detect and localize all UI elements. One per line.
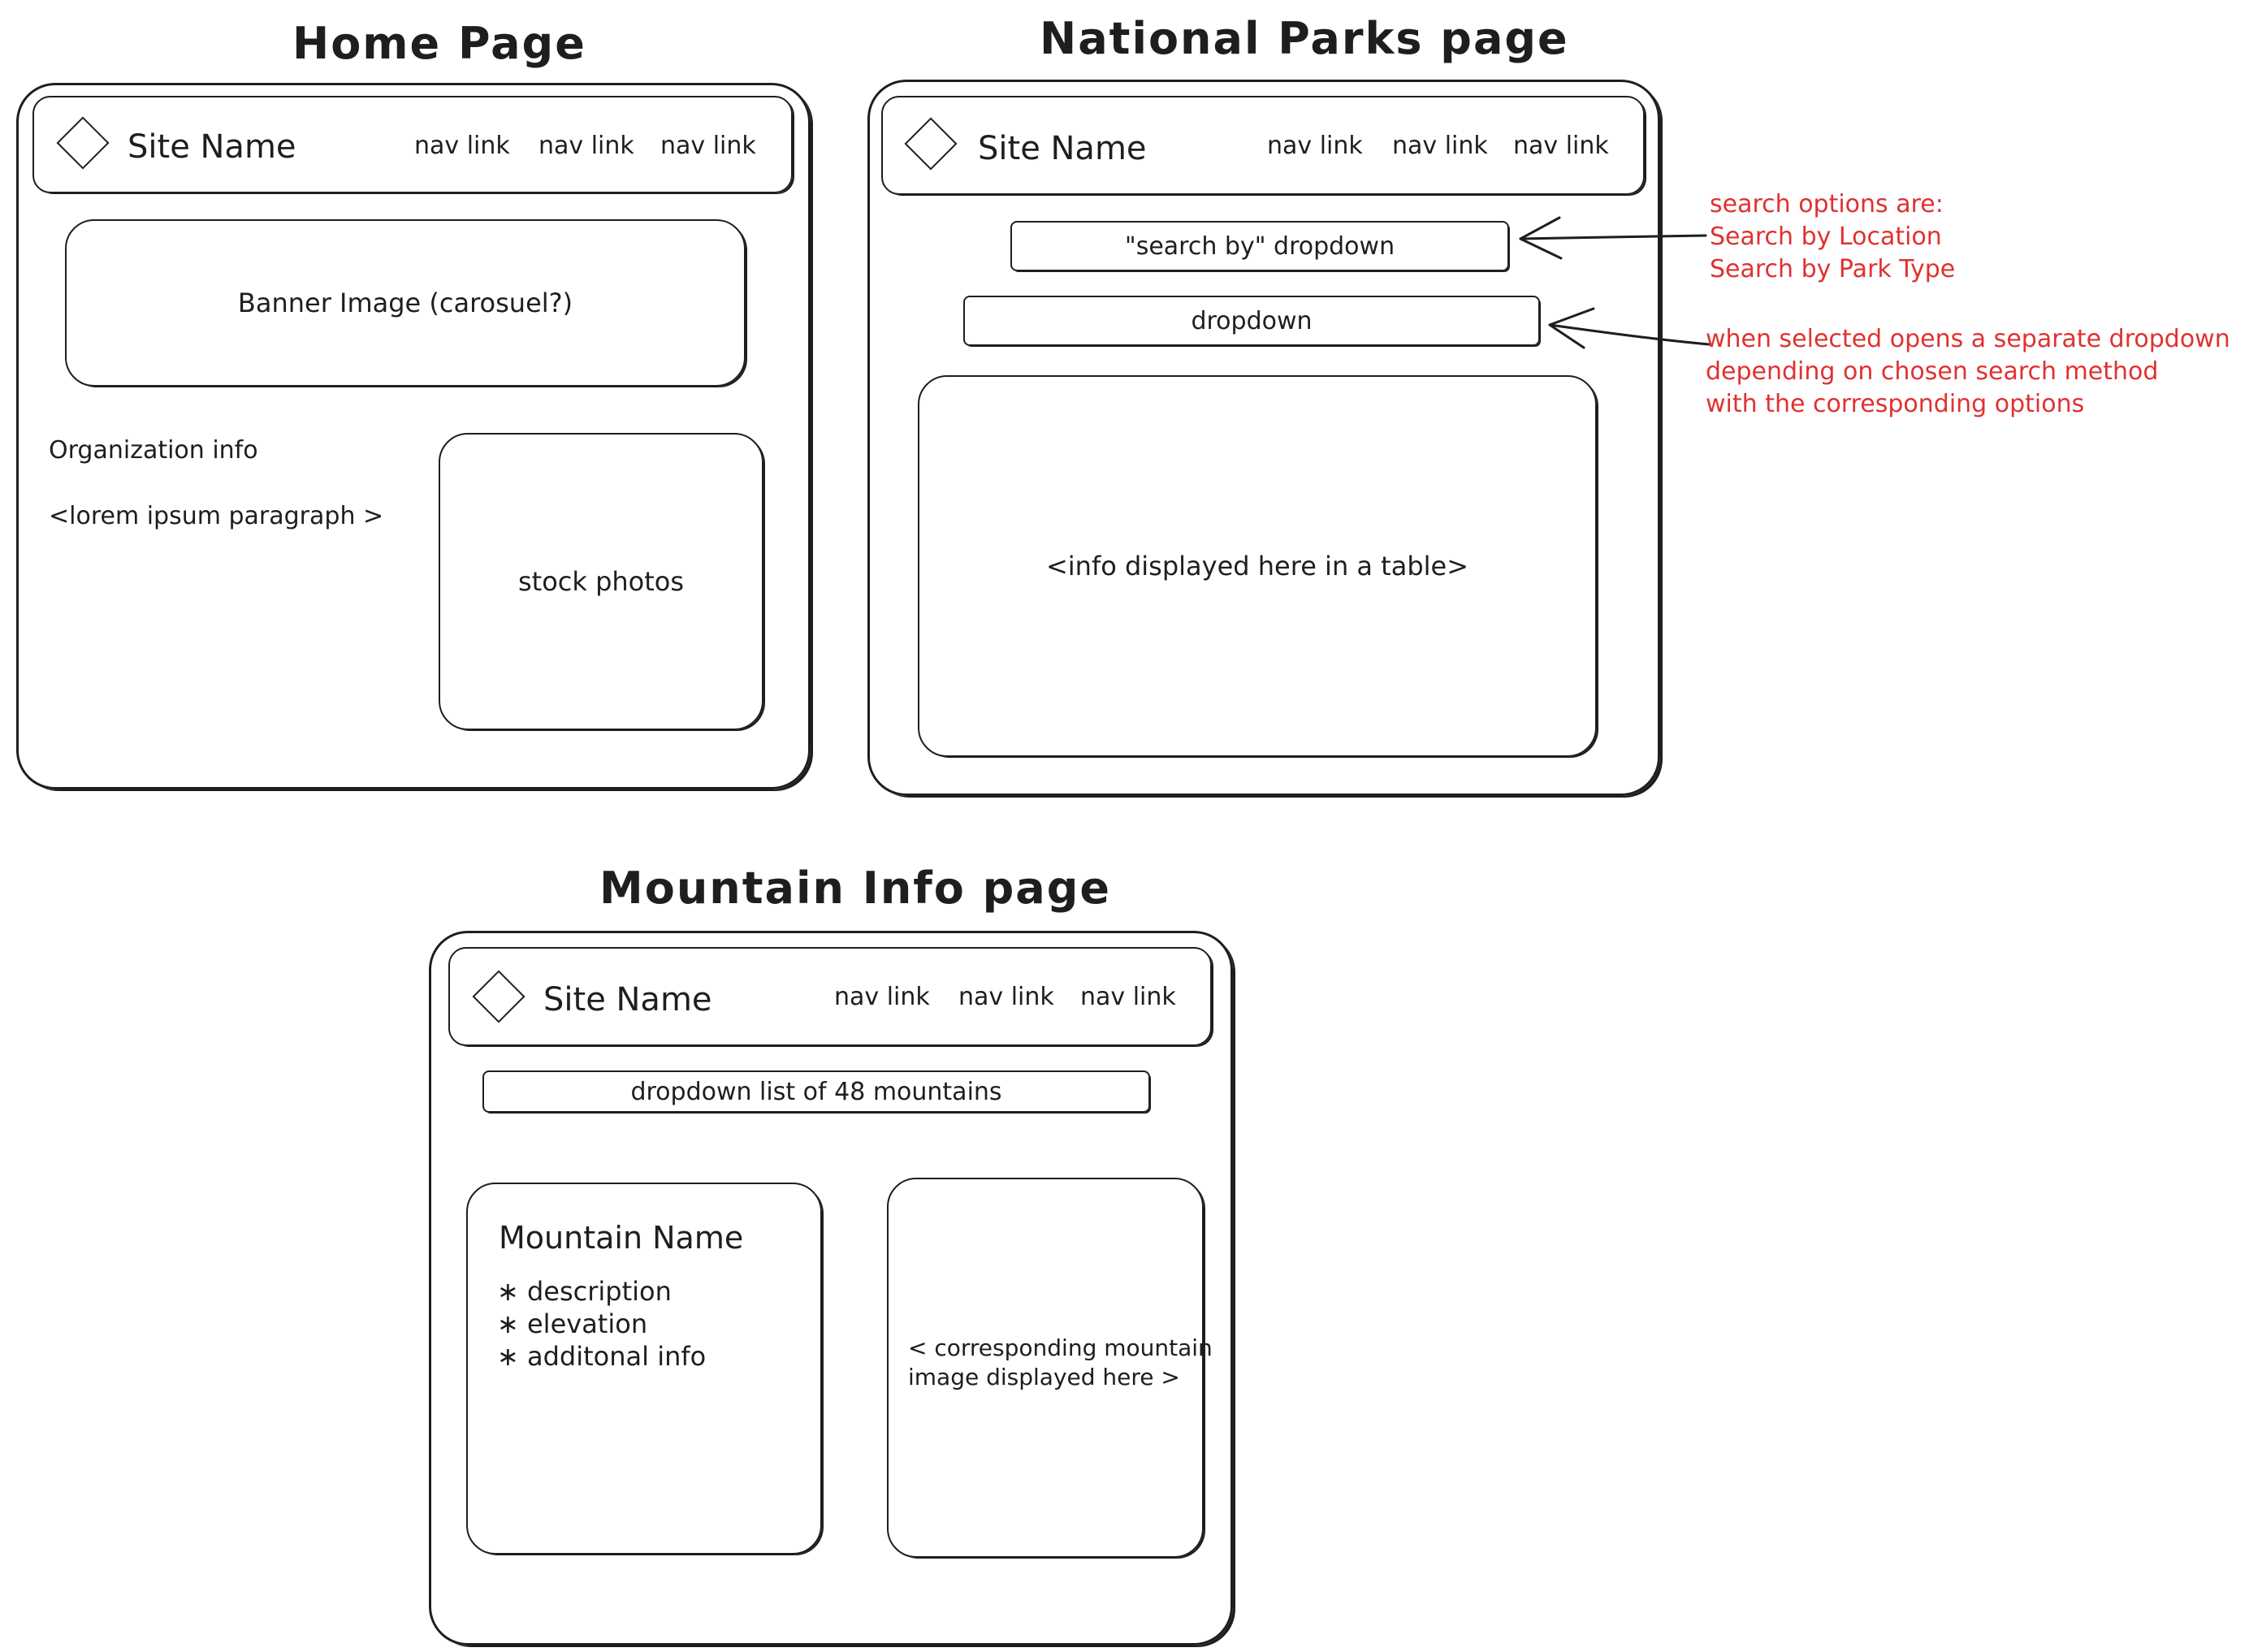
mountain-image: < corresponding mountain image displayed… — [887, 1178, 1213, 1558]
dropdown-annotation: when selected opens a separate dropdown … — [1706, 323, 2230, 421]
mountain-dropdown-label: dropdown list of 48 mountains — [630, 1077, 1002, 1106]
mountain-details-list: description elevation additonal info — [497, 1275, 706, 1373]
diamond-logo-icon[interactable] — [56, 116, 110, 170]
mountain-image-label-line: < corresponding mountain — [908, 1334, 1213, 1361]
home-header: Site Name nav link nav link nav link — [32, 96, 793, 193]
annotation-line: Search by Park Type — [1710, 255, 1956, 283]
stock-photos-label: stock photos — [517, 566, 685, 597]
list-item: elevation — [497, 1308, 706, 1340]
nav-link-3[interactable]: nav link — [1080, 983, 1176, 1011]
site-name[interactable]: Site Name — [543, 981, 712, 1018]
nav-link-1[interactable]: nav link — [414, 132, 510, 160]
parks-page-frame — [867, 80, 1660, 796]
mountain-details-card: Mountain Name description elevation addi… — [466, 1183, 822, 1555]
home-page-title: Home Page — [292, 18, 586, 69]
dependent-dropdown-label: dropdown — [1191, 306, 1313, 335]
mountain-name: Mountain Name — [499, 1220, 744, 1256]
mountain-page-title: Mountain Info page — [599, 863, 1112, 914]
mountain-header: Site Name nav link nav link nav link — [448, 947, 1212, 1046]
parks-page-title: National Parks page — [1040, 13, 1569, 64]
nav-link-3[interactable]: nav link — [660, 132, 756, 160]
search-by-dropdown-label: "search by" dropdown — [1124, 231, 1395, 261]
parks-info-table-label: <info displayed here in a table> — [1045, 551, 1469, 582]
nav-link-2[interactable]: nav link — [1392, 132, 1488, 160]
dependent-dropdown[interactable]: dropdown — [963, 296, 1540, 346]
organization-info-heading: Organization info — [49, 436, 258, 465]
annotation-line: depending on chosen search method — [1706, 357, 2159, 386]
nav-link-1[interactable]: nav link — [834, 983, 930, 1011]
stock-photos: stock photos — [439, 433, 763, 730]
mountain-image-label-line: image displayed here > — [908, 1364, 1180, 1390]
mountain-page-frame — [429, 931, 1233, 1646]
organization-info-body: <lorem ipsum paragraph > — [49, 502, 384, 530]
site-name[interactable]: Site Name — [128, 128, 296, 166]
parks-header: Site Name nav link nav link nav link — [881, 96, 1645, 195]
banner-image-label: Banner Image (carosuel?) — [237, 288, 573, 318]
annotation-line: with the corresponding options — [1706, 390, 2085, 418]
mountain-image-label: < corresponding mountain image displayed… — [908, 1334, 1213, 1392]
parks-info-table: <info displayed here in a table> — [918, 375, 1597, 757]
search-by-dropdown[interactable]: "search by" dropdown — [1010, 221, 1509, 271]
home-page-frame — [16, 83, 811, 789]
annotation-line: when selected opens a separate dropdown — [1706, 325, 2230, 353]
annotation-line: Search by Location — [1710, 223, 1942, 251]
nav-link-1[interactable]: nav link — [1267, 132, 1363, 160]
diamond-logo-icon[interactable] — [904, 117, 958, 171]
search-options-annotation: search options are: Search by Location S… — [1710, 188, 1955, 286]
mountain-dropdown[interactable]: dropdown list of 48 mountains — [482, 1070, 1150, 1113]
banner-image: Banner Image (carosuel?) — [65, 219, 746, 387]
nav-link-2[interactable]: nav link — [538, 132, 634, 160]
nav-link-2[interactable]: nav link — [958, 983, 1054, 1011]
diamond-logo-icon[interactable] — [472, 970, 525, 1023]
site-name[interactable]: Site Name — [978, 130, 1147, 167]
list-item: additonal info — [497, 1340, 706, 1373]
annotation-line: search options are: — [1710, 190, 1944, 218]
nav-link-3[interactable]: nav link — [1513, 132, 1609, 160]
list-item: description — [497, 1275, 706, 1308]
